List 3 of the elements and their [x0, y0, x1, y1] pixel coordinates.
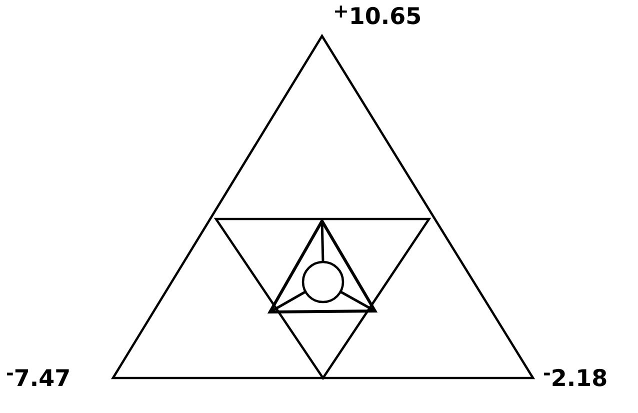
value-label: $^{-}$2.18 [543, 366, 608, 392]
value-label: $^{+}$10.65 [333, 4, 422, 30]
value-label: $^{-}$7.47 [6, 366, 71, 392]
